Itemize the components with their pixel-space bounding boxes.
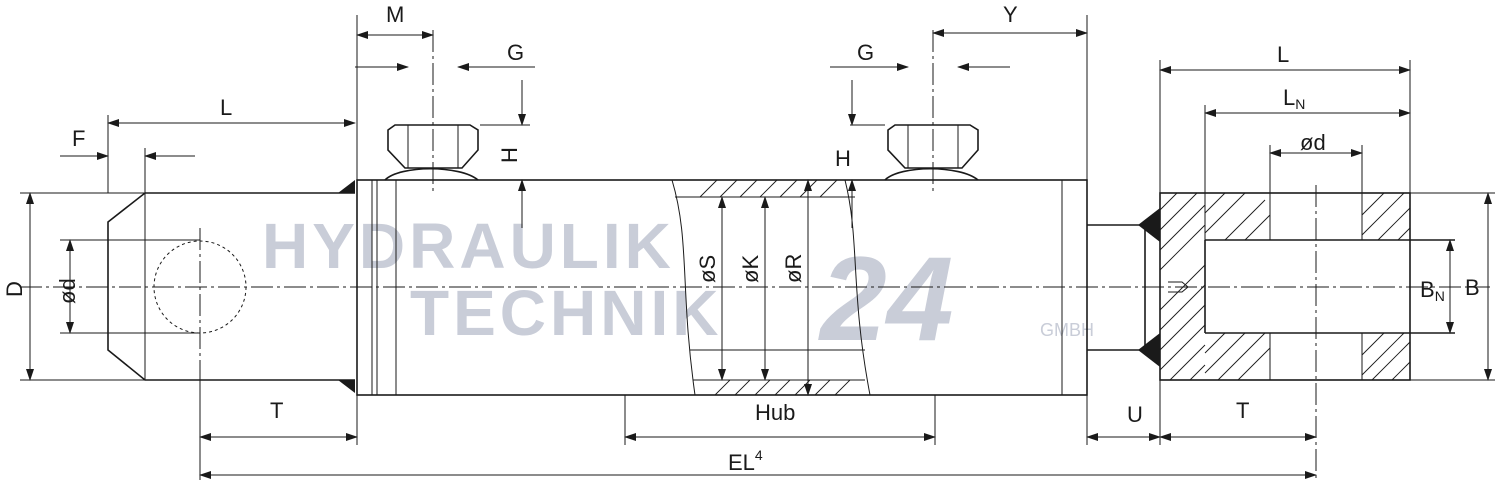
label-B: B: [1465, 275, 1480, 300]
label-T-left: T: [270, 398, 283, 423]
watermark-number: 24: [818, 232, 953, 366]
label-H-left: H: [497, 147, 522, 163]
port-left: [384, 30, 479, 195]
cylinder-barrel: [356, 179, 1088, 396]
label-M: M: [386, 2, 404, 27]
label-L-right: L: [1277, 42, 1289, 67]
label-D: D: [2, 281, 27, 297]
label-BN: BN: [1420, 277, 1445, 304]
label-G-right: G: [857, 40, 874, 65]
label-od-right: ød: [1300, 130, 1326, 155]
label-Hub: Hub: [755, 400, 795, 425]
label-F: F: [72, 126, 85, 151]
label-T-right: T: [1236, 398, 1249, 423]
label-L-left: L: [220, 95, 232, 120]
dimension-labels: M G G Y L L LN F H H D ød øS øK øR ød B …: [2, 2, 1480, 475]
label-Y: Y: [1003, 2, 1018, 27]
dimension-lines: [26, 29, 1492, 479]
label-oR: øR: [781, 254, 806, 283]
label-G-left: G: [507, 40, 524, 65]
watermark-suffix: GMBH: [1040, 320, 1094, 340]
label-od-left: ød: [55, 278, 80, 304]
label-oK: øK: [738, 255, 763, 283]
label-H-right: H: [835, 146, 851, 171]
label-oS: øS: [695, 255, 720, 283]
port-right: [884, 30, 979, 195]
label-LN: LN: [1283, 85, 1305, 112]
rod-and-right-clevis: [1087, 185, 1455, 480]
left-clevis: [107, 180, 355, 470]
watermark: HYDRAULIK TECHNIK 24 GMBH: [262, 210, 1094, 366]
watermark-line1: HYDRAULIK: [262, 210, 675, 282]
watermark-line2: TECHNIK: [410, 277, 722, 349]
label-EL: EL4: [728, 447, 763, 475]
label-U: U: [1127, 402, 1143, 427]
